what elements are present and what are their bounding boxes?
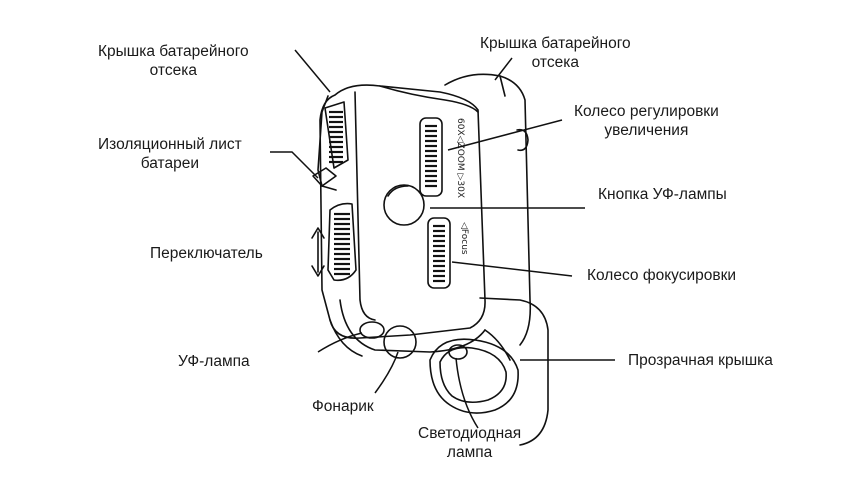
label-clear-cover: Прозрачная крышка <box>628 352 773 369</box>
leader-focus <box>451 261 573 277</box>
label-battery-cover-right: Крышка батарейного отсека <box>480 35 631 71</box>
uv-lamp <box>359 321 385 339</box>
battery-cover-left <box>317 95 337 191</box>
label-battery-sheet: Изоляционный лист батареи <box>98 136 242 172</box>
label-uv-button: Кнопка УФ-лампы <box>598 186 727 203</box>
leader-battery-sheet <box>270 151 319 179</box>
zoom-marking: 60X◁ZOOM ▷30X <box>455 118 465 198</box>
leader-flashlight <box>374 351 399 394</box>
led-lamp <box>448 344 468 360</box>
leader-battery-right <box>494 57 513 81</box>
focus-marking: ◁Focus <box>459 222 469 255</box>
wheel-ridges <box>329 110 445 283</box>
flashlight <box>383 325 417 359</box>
battery-sheet-tab <box>312 167 337 187</box>
battery-cover-back <box>444 73 532 346</box>
label-uv-lamp: УФ-лампа <box>178 353 250 370</box>
label-battery-cover-left: Крышка батарейного отсека <box>98 43 249 79</box>
leader-battery-left <box>294 49 331 93</box>
focus-wheel <box>427 217 451 289</box>
zoom-wheel <box>419 117 443 197</box>
label-switch: Переключатель <box>150 245 263 262</box>
leader-uv-lamp <box>317 332 363 353</box>
label-zoom-wheel: Колесо регулировки увеличения <box>574 103 719 139</box>
uv-button <box>383 184 425 226</box>
leader-led <box>455 357 479 429</box>
slide-switch <box>327 202 357 282</box>
clear-cover <box>429 338 519 414</box>
label-focus-wheel: Колесо фокусировки <box>587 267 737 284</box>
label-led-lamp: Светодиодная лампа <box>418 425 522 461</box>
label-flashlight: Фонарик <box>312 398 374 415</box>
leader-zoom <box>447 119 563 151</box>
